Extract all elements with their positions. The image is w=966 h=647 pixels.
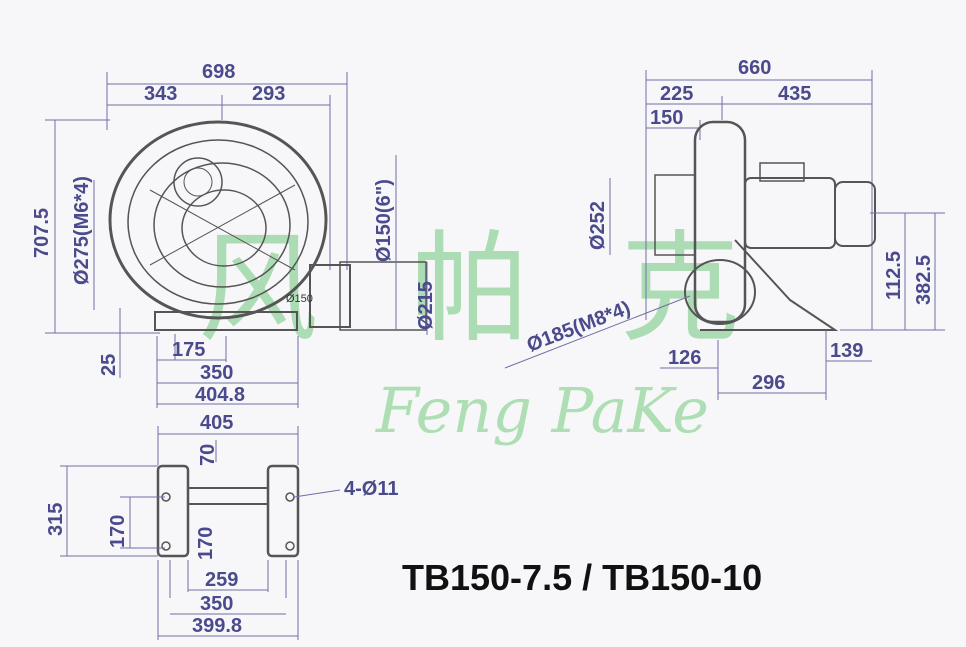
dim-overall-height: 707.5 bbox=[31, 208, 53, 258]
dim-hole-span: 350 bbox=[200, 593, 233, 615]
dim-outlet-center-height: 112.5 bbox=[883, 251, 905, 300]
watermark-text: Feng PaKe bbox=[375, 374, 709, 447]
dim-base-width: 404.8 bbox=[195, 384, 245, 406]
dim-overall-length: 660 bbox=[738, 57, 771, 79]
dim-outlet-flange-side: Ø185(M8*4) bbox=[524, 297, 634, 357]
dim-leg-width: 70 bbox=[197, 444, 219, 466]
dim-inlet-flange: Ø275(M6*4) bbox=[71, 176, 93, 285]
dim-outlet-flange: Ø215 bbox=[415, 281, 437, 330]
dim-outlet-diameter: Ø150(6") bbox=[373, 179, 395, 262]
dim-base-height: 25 bbox=[98, 354, 120, 376]
dim-inner-span: 259 bbox=[205, 569, 238, 591]
front-view: 698 343 293 707.5 Ø275(M6*4) Ø150 Ø150(6… bbox=[31, 61, 437, 408]
dim-inlet-diameter: Ø252 bbox=[587, 201, 609, 250]
dim-hole-spacing-y2: 170 bbox=[195, 527, 217, 560]
watermark-char-2: 帕 bbox=[410, 220, 530, 359]
dim-right-width: 293 bbox=[252, 83, 285, 105]
dim-foot-overhang: 139 bbox=[830, 340, 863, 362]
dim-hole-spacing-y: 170 bbox=[107, 515, 129, 548]
dim-overall-depth: 315 bbox=[45, 503, 67, 536]
dim-housing-length: 225 bbox=[660, 83, 693, 105]
dim-base-half: 175 bbox=[172, 339, 205, 361]
model-title: TB150-7.5 / TB150-10 bbox=[402, 557, 762, 598]
base-view: 405 70 315 170 170 4-Ø11 259 350 399.8 bbox=[45, 412, 398, 640]
watermark-char-3: 克 bbox=[620, 220, 740, 359]
dim-foot-offset: 126 bbox=[668, 347, 701, 369]
dim-base-span: 350 bbox=[200, 362, 233, 384]
dim-side-overall-height: 382.5 bbox=[913, 255, 935, 305]
dim-base-overall-width: 405 bbox=[200, 412, 233, 434]
dim-left-width: 343 bbox=[144, 83, 177, 105]
dim-overall-width: 698 bbox=[202, 61, 235, 83]
outlet-label: Ø150 bbox=[286, 293, 313, 305]
watermark-char-1: 风 bbox=[198, 220, 318, 359]
dim-motor-length: 435 bbox=[778, 83, 811, 105]
dim-total-width: 399.8 bbox=[192, 615, 242, 637]
dim-inlet-offset: 150 bbox=[650, 107, 683, 129]
watermark: 风 帕 克 Feng PaKe bbox=[198, 220, 740, 447]
dim-foot-span: 296 bbox=[752, 372, 785, 394]
dim-holes: 4-Ø11 bbox=[344, 478, 398, 500]
